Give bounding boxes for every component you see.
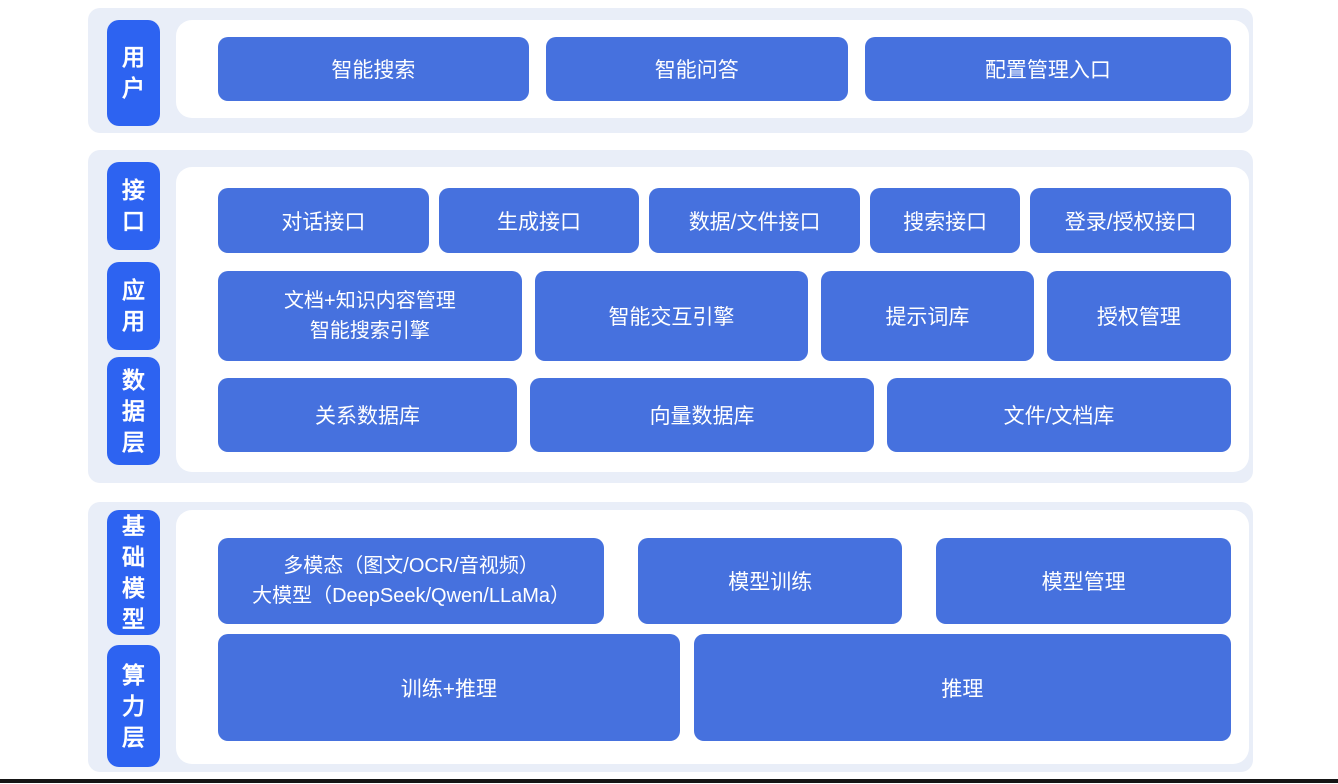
box-inference: 推理 xyxy=(693,634,1231,741)
layer-label-application: 应用 xyxy=(107,262,160,350)
box-smart-qa: 智能问答 xyxy=(545,37,848,101)
layer-label-user: 用户 xyxy=(107,20,160,126)
box-multimodal-large-model: 多模态（图文/OCR/音视频） 大模型（DeepSeek/Qwen/LLaMa） xyxy=(218,538,605,624)
layer-label-data-layer: 数据层 xyxy=(107,357,160,465)
box-generation-api: 生成接口 xyxy=(438,188,640,253)
layer-label-compute-layer: 算力层 xyxy=(107,645,160,767)
layer-label-foundation-model: 基础模型 xyxy=(107,510,160,635)
layer-panel-user: 用户 智能搜索 智能问答 配置管理入口 xyxy=(88,8,1253,133)
box-dialog-api: 对话接口 xyxy=(218,188,429,253)
box-login-auth-api: 登录/授权接口 xyxy=(1030,188,1232,253)
box-search-api: 搜索接口 xyxy=(869,188,1021,253)
layer-panel-infra: 基础模型 算力层 多模态（图文/OCR/音视频） 大模型（DeepSeek/Qw… xyxy=(88,502,1253,772)
layer-label-interface: 接口 xyxy=(107,162,160,250)
user-layer-container: 智能搜索 智能问答 配置管理入口 xyxy=(176,20,1249,118)
layer-panel-core: 接口 应用 数据层 对话接口 生成接口 数据/文件接口 搜索接口 登录/授权接口… xyxy=(88,150,1253,483)
foundation-model-row: 多模态（图文/OCR/音视频） 大模型（DeepSeek/Qwen/LLaMa）… xyxy=(218,538,1231,624)
user-row: 智能搜索 智能问答 配置管理入口 xyxy=(218,37,1232,101)
box-smart-search: 智能搜索 xyxy=(218,37,529,101)
box-authorization-management: 授权管理 xyxy=(1046,271,1232,361)
box-line: 智能搜索引擎 xyxy=(309,320,430,342)
box-smart-interaction-engine: 智能交互引擎 xyxy=(534,271,809,361)
core-layers-container: 对话接口 生成接口 数据/文件接口 搜索接口 登录/授权接口 文档+知识内容管理… xyxy=(176,167,1249,472)
data-layer-row: 关系数据库 向量数据库 文件/文档库 xyxy=(218,378,1231,452)
box-data-file-api: 数据/文件接口 xyxy=(649,188,860,253)
box-training-inference: 训练+推理 xyxy=(218,634,680,741)
box-line: 多模态（图文/OCR/音视频） xyxy=(283,555,539,577)
box-model-training: 模型训练 xyxy=(638,538,903,624)
box-line: 大模型（DeepSeek/Qwen/LLaMa） xyxy=(252,585,571,607)
box-config-management-entry: 配置管理入口 xyxy=(864,37,1232,101)
box-vector-database: 向量数据库 xyxy=(530,378,875,452)
box-file-document-store: 文件/文档库 xyxy=(887,378,1231,452)
box-line: 文档+知识内容管理 xyxy=(284,290,456,312)
interface-row: 对话接口 生成接口 数据/文件接口 搜索接口 登录/授权接口 xyxy=(218,188,1232,253)
box-doc-knowledge-search-engine: 文档+知识内容管理 智能搜索引擎 xyxy=(218,271,522,361)
infra-layers-container: 多模态（图文/OCR/音视频） 大模型（DeepSeek/Qwen/LLaMa）… xyxy=(176,510,1249,764)
bottom-border-line xyxy=(0,779,1338,783)
compute-layer-row: 训练+推理 推理 xyxy=(218,634,1231,741)
application-row: 文档+知识内容管理 智能搜索引擎 智能交互引擎 提示词库 授权管理 xyxy=(218,271,1232,361)
box-prompt-library: 提示词库 xyxy=(821,271,1034,361)
box-model-management: 模型管理 xyxy=(936,538,1231,624)
box-relational-database: 关系数据库 xyxy=(218,378,518,452)
